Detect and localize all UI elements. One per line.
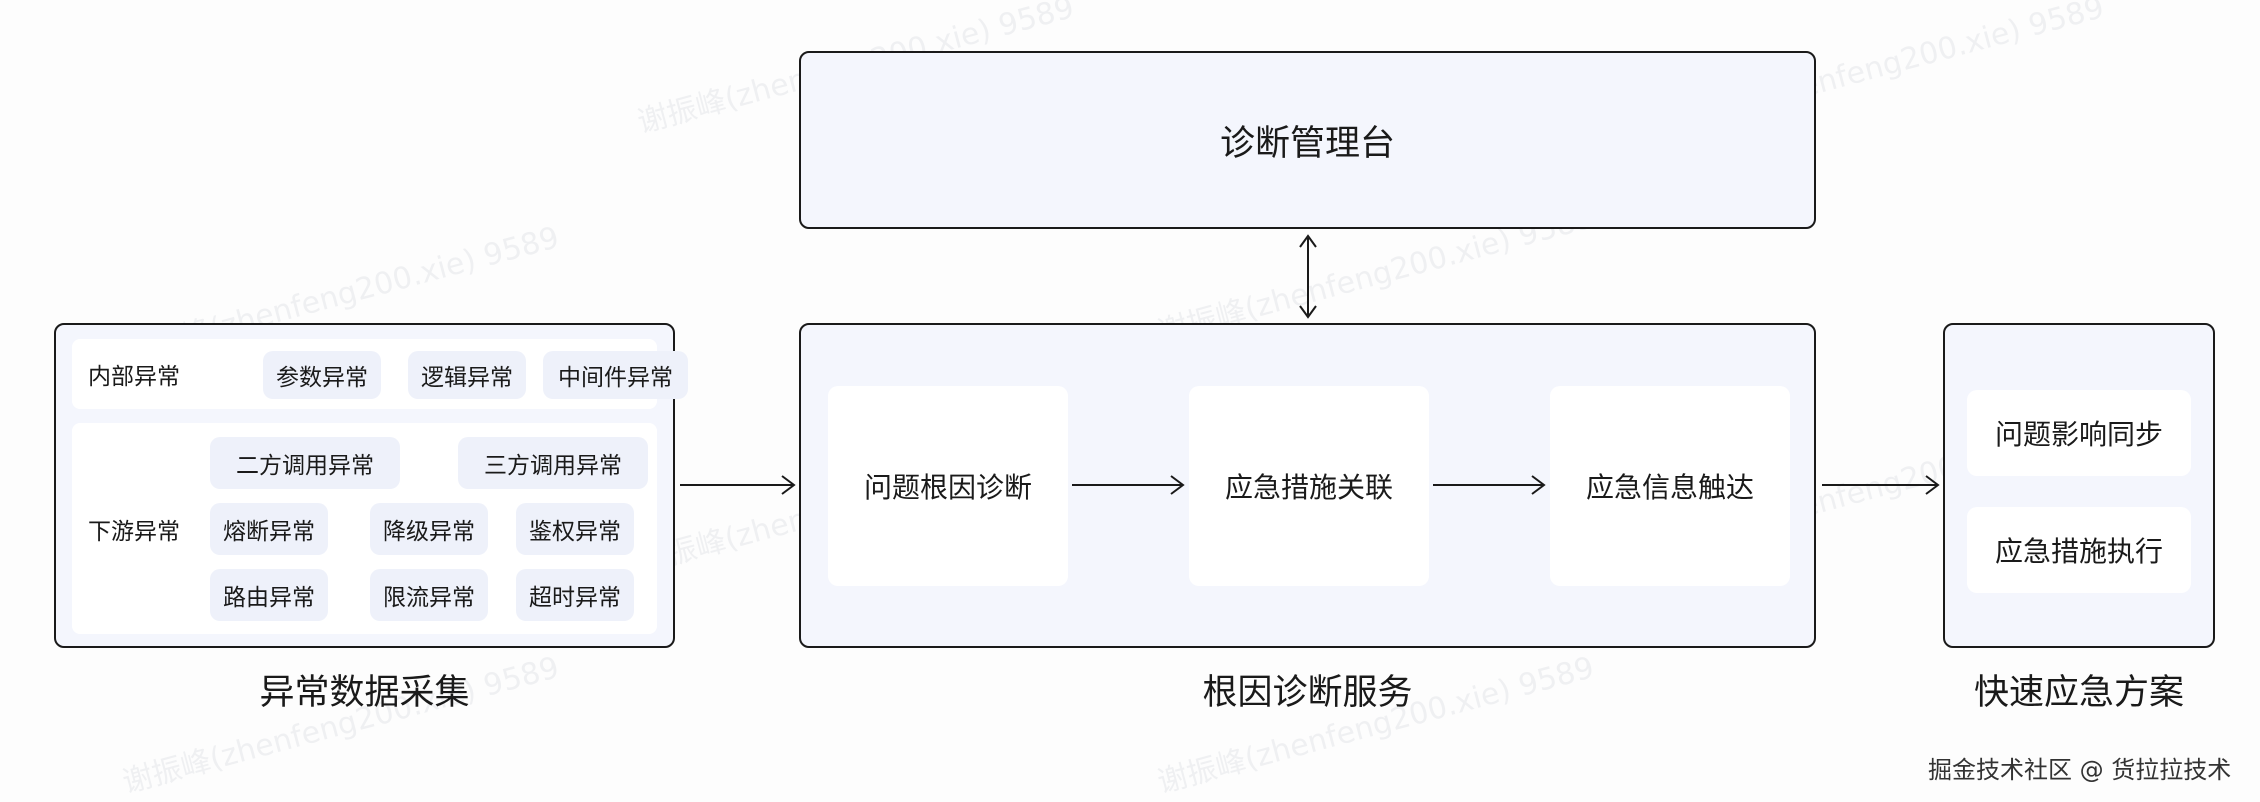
arrowhead xyxy=(1531,475,1546,495)
internal-exception-panel: 内部异常 参数异常 逻辑异常 中间件异常 xyxy=(72,339,688,409)
tag-third-party-call-exception: 三方调用异常 xyxy=(458,437,648,489)
tag-timeout-exception: 超时异常 xyxy=(516,569,634,621)
tag-rate-limit-exception: 限流异常 xyxy=(370,569,488,621)
downstream-exception-panel: 下游异常 二方调用异常 三方调用异常 熔断异常 降级异常 鉴权异常 路由异常 限… xyxy=(72,423,657,634)
emergency-plan-caption: 快速应急方案 xyxy=(1973,673,2184,713)
diagnosis-service-box: 问题根因诊断 应急措施关联 应急信息触达 xyxy=(799,323,1816,648)
arrowhead xyxy=(1170,475,1185,495)
step-emergency-info-delivery: 应急信息触达 xyxy=(1550,386,1790,586)
data-collection-box: 内部异常 参数异常 逻辑异常 中间件异常 下游异常 二方调用异常 三方调用异常 … xyxy=(54,323,688,648)
step-root-cause-diagnosis: 问题根因诊断 xyxy=(828,386,1068,586)
tag-degrade-exception: 降级异常 xyxy=(370,503,488,555)
tag-auth-exception: 鉴权异常 xyxy=(516,503,634,555)
diagnosis-service-caption: 根因诊断服务 xyxy=(1202,673,1413,713)
tag-second-party-call-exception: 二方调用异常 xyxy=(210,437,400,489)
arrowhead xyxy=(1299,234,1317,248)
step-emergency-measure-association: 应急措施关联 xyxy=(1189,386,1429,586)
arrowhead xyxy=(781,475,796,495)
tag-middleware-exception: 中间件异常 xyxy=(543,351,688,399)
item-emergency-measure-execution: 应急措施执行 xyxy=(1967,507,2191,593)
internal-exception-label: 内部异常 xyxy=(88,364,180,390)
item-impact-sync: 问题影响同步 xyxy=(1967,390,2191,476)
tag-param-exception: 参数异常 xyxy=(263,351,381,399)
diagnosis-console-box: 诊断管理台 xyxy=(799,51,1816,229)
diagnosis-console-title: 诊断管理台 xyxy=(1219,123,1395,164)
tag-routing-exception: 路由异常 xyxy=(210,569,328,621)
data-collection-caption: 异常数据采集 xyxy=(259,673,470,713)
emergency-plan-box: 问题影响同步 应急措施执行 xyxy=(1943,323,2215,648)
credit-text: 掘金技术社区 @ 货拉拉技术 xyxy=(1928,756,2232,784)
arrowhead xyxy=(1299,305,1317,319)
arrowhead xyxy=(1925,475,1940,495)
tag-circuit-break-exception: 熔断异常 xyxy=(210,503,328,555)
tag-logic-exception: 逻辑异常 xyxy=(408,351,526,399)
downstream-exception-label: 下游异常 xyxy=(88,518,180,545)
